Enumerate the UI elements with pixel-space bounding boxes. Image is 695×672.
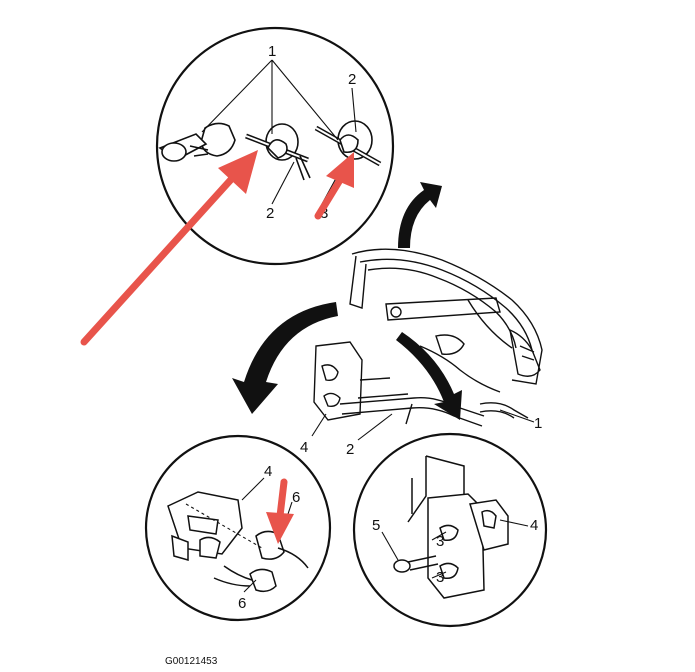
callout-br-5: 5 bbox=[372, 517, 380, 534]
arrow-to-right-detail bbox=[396, 332, 462, 420]
left-rod-clip bbox=[158, 122, 236, 162]
arrow-to-top-detail bbox=[398, 182, 442, 248]
callout-br-3a: 3 bbox=[436, 533, 444, 550]
bottom-left-detail-circle: 4 6 6 bbox=[144, 434, 332, 622]
callout-br-4: 4 bbox=[530, 517, 538, 534]
red-arrow-short bbox=[314, 152, 354, 220]
callout-bl-6a: 6 bbox=[292, 489, 300, 506]
callout-bl-4: 4 bbox=[264, 463, 272, 480]
arrow-to-left-detail bbox=[232, 302, 338, 414]
top-detail-circle: 1 2 2 3 bbox=[155, 26, 395, 266]
callout-door-2: 2 bbox=[346, 441, 354, 458]
figure-id: G00121453 bbox=[165, 656, 218, 667]
red-highlight-arrows bbox=[80, 150, 354, 544]
callout-door-1: 1 bbox=[534, 415, 542, 432]
door-assembly-view bbox=[311, 248, 543, 441]
callout-top-2b: 2 bbox=[266, 205, 274, 222]
red-arrow-down bbox=[266, 478, 294, 544]
callout-bl-6b: 6 bbox=[238, 595, 246, 612]
callout-door-4: 4 bbox=[300, 439, 308, 456]
callout-top-1: 1 bbox=[268, 43, 276, 60]
br-leaders bbox=[381, 519, 529, 579]
callout-top-2a: 2 bbox=[348, 71, 356, 88]
callout-br-3b: 3 bbox=[436, 569, 444, 586]
bottom-right-detail-circle: 5 4 3 3 bbox=[352, 432, 548, 628]
middle-rod-clip bbox=[245, 123, 311, 181]
red-arrow-long bbox=[80, 150, 258, 346]
br-lock-body bbox=[393, 455, 509, 599]
pointer-arrows bbox=[232, 182, 462, 420]
callout-top-3: 3 bbox=[320, 205, 328, 222]
